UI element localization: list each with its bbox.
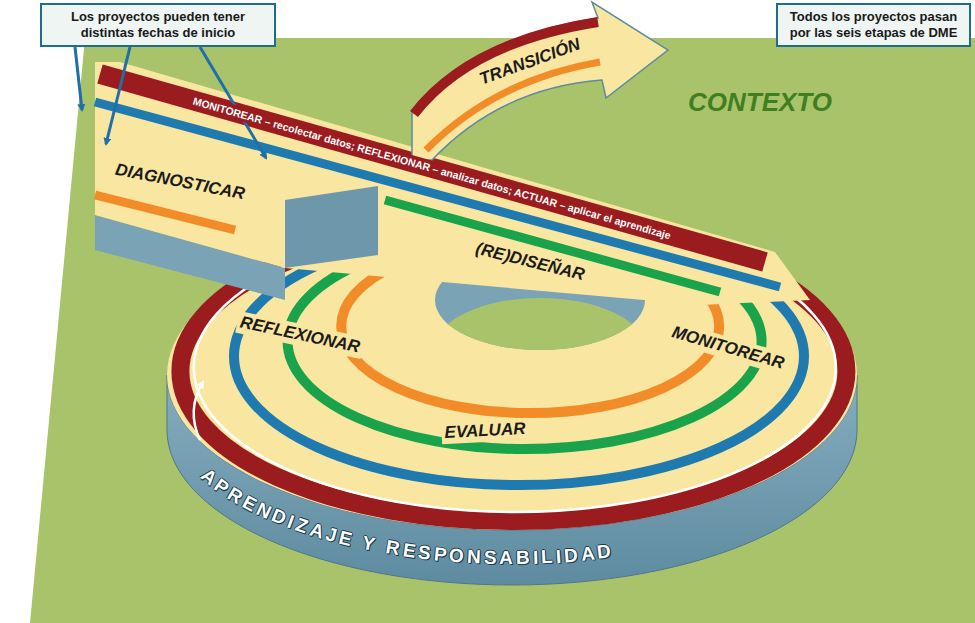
wall-letter: B	[516, 547, 530, 569]
wall-letter: I	[555, 545, 562, 567]
wall-letter: Y	[360, 532, 377, 556]
context-label: CONTEXTO	[688, 87, 832, 117]
wall-letter: J	[323, 523, 339, 547]
hole-ground	[435, 298, 645, 398]
wall-text: APRENDIZAJE Y RESPONSABILIDAD	[198, 466, 615, 569]
wall-letter: E	[401, 539, 417, 563]
wall-letter: L	[540, 546, 553, 569]
callout-text: Los proyectos pueden tener distintas fec…	[48, 9, 268, 41]
wall-letter: A	[580, 543, 596, 566]
step-wall	[285, 186, 378, 268]
wall-letter: I	[533, 547, 539, 569]
callout-box: Los proyectos pueden tener distintas fec…	[40, 3, 276, 47]
wall-letter: R	[384, 536, 401, 560]
leader-arrow	[75, 47, 82, 110]
wall-letter: E	[337, 527, 355, 551]
transition-arrow	[412, 2, 668, 160]
stage-label: EVALUAR	[441, 418, 529, 445]
wall-letter: S	[417, 541, 432, 564]
callout-box: Todos los proyectos pasan por las seis e…	[776, 3, 971, 47]
wall-letter: O	[448, 544, 464, 567]
leader-arrow	[106, 47, 130, 144]
wall-letter: D	[563, 544, 578, 567]
wall-letter: P	[433, 543, 448, 566]
green-band-stripe	[385, 200, 720, 292]
callout-text: Todos los proyectos pasan por las seis e…	[784, 9, 963, 41]
wall-letter: A	[499, 547, 513, 569]
context-ground	[30, 38, 975, 623]
wall-letter: N	[466, 546, 481, 569]
orange-band-stripe	[95, 195, 235, 230]
wall-letter	[376, 535, 385, 558]
wall-letter: D	[596, 541, 612, 565]
direction-arrow	[194, 382, 203, 440]
wall-letter: S	[484, 546, 497, 568]
